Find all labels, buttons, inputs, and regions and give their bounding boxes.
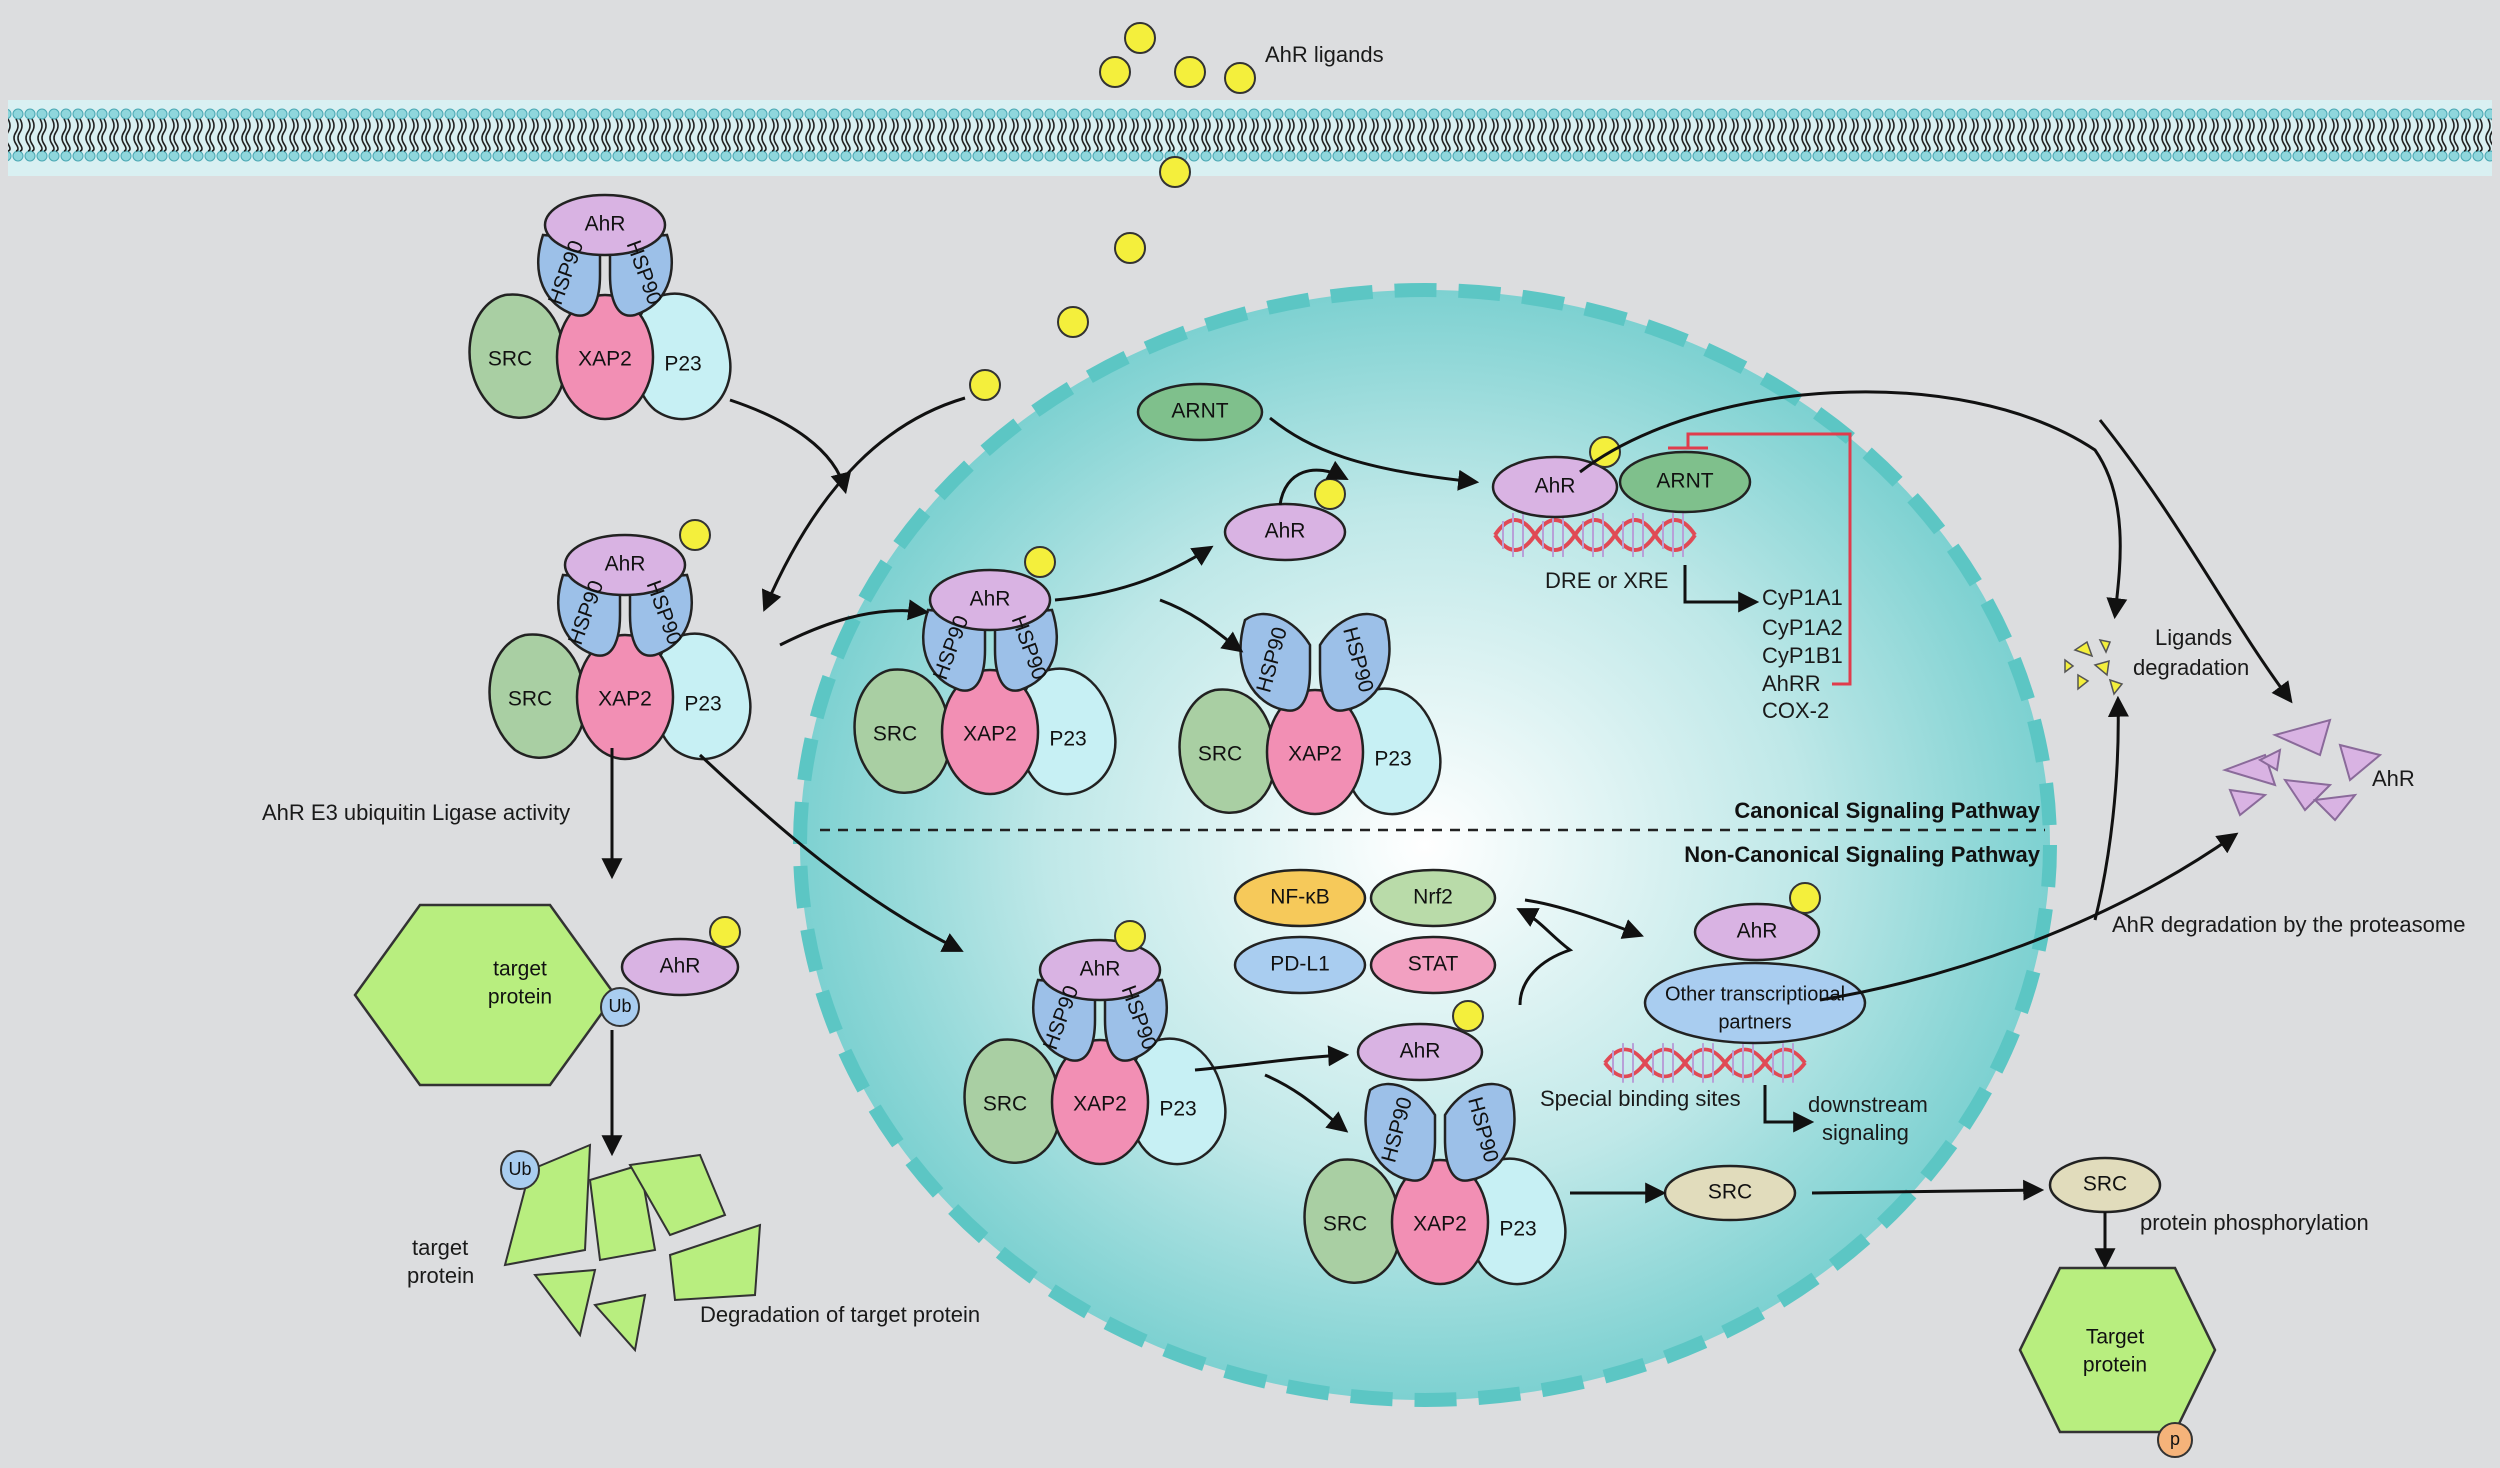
degraded-target-fragments [503,1143,762,1353]
ub-label-2: Ub [508,1159,531,1179]
ahr-released-non-canonical: AhR [1356,1000,1484,1082]
svg-text:XAP2: XAP2 [1413,1213,1467,1236]
svg-text:XAP2: XAP2 [578,348,632,371]
svg-text:CyP1A1: CyP1A1 [1762,585,1843,610]
svg-text:P23: P23 [664,353,701,376]
svg-text:XAP2: XAP2 [1288,743,1342,766]
svg-text:P23: P23 [1374,748,1411,771]
canonical-label: Canonical Signaling Pathway [1734,798,2040,823]
target-protein-label-2: protein [488,986,552,1009]
e3-ligase-label: AhR E3 ubiquitin Ligase activity [262,800,570,825]
svg-text:AhR: AhR [1535,475,1576,498]
svg-text:P23: P23 [684,693,721,716]
downstream-label-1: downstream [1808,1092,1928,1117]
downstream-label-2: signaling [1822,1120,1909,1145]
svg-text:AhR: AhR [1080,958,1121,981]
target-protein-fragment-label-2: protein [407,1263,474,1288]
ahrr-feedback-inhibition [1668,432,1852,686]
svg-text:ARNT: ARNT [1656,470,1713,493]
downstream-arrow [1763,1085,1815,1133]
chaperone-complex-non-canonical: HSP90 HSP90 SRC XAP2 P23 [1303,1082,1567,1286]
ahr-complex-inactive: AhR HSP90 HSP90 SRC XAP2 P23 [468,193,732,421]
src-cytoplasmic: SRC [2048,1156,2162,1214]
svg-text:Other transcriptional: Other transcriptional [1665,983,1845,1005]
ahr-fragments-label: AhR [2372,766,2415,791]
svg-text:AhR: AhR [1737,920,1778,943]
nrf2: Nrf2 [1369,868,1497,928]
svg-text:STAT: STAT [1408,953,1459,976]
svg-text:SRC: SRC [1198,743,1242,766]
src-released-nuclear: SRC [1663,1164,1797,1222]
svg-text:SRC: SRC [983,1093,1027,1116]
gene-activation-arrow [1683,565,1760,613]
svg-text:AhR: AhR [1400,1040,1441,1063]
svg-text:AhR: AhR [605,553,646,576]
svg-text:SRC: SRC [1708,1181,1752,1204]
ub-tag-1 [600,987,640,1027]
target-genes-list: CyP1A1 CyP1A2 CyP1B1 AhRR COX-2 [1762,585,1843,723]
svg-text:partners: partners [1718,1011,1791,1033]
pathway-arrows [601,390,2293,1270]
svg-text:P23: P23 [1049,728,1086,751]
svg-text:ARNT: ARNT [1171,400,1228,423]
ahr-partner-dna-complex: Other transcriptional partners AhR [1603,882,1867,1085]
non-canonical-label: Non-Canonical Signaling Pathway [1684,842,2040,867]
svg-text:P23: P23 [1159,1098,1196,1121]
ub-label-1: Ub [608,996,631,1016]
ligands-degradation-label-2: degradation [2133,655,2249,680]
svg-text:CyP1B1: CyP1B1 [1762,643,1843,668]
svg-text:SRC: SRC [2083,1173,2127,1196]
ahr-complex-non-canonical: AhR HSP90 HSP90 SRC XAP2 P23 [963,920,1227,1166]
phospho-target-label-2: protein [2083,1354,2147,1377]
svg-text:AhR: AhR [970,588,1011,611]
cell-membrane [8,100,2492,176]
svg-text:PD-L1: PD-L1 [1270,953,1330,976]
dre-xre-label: DRE or XRE [1545,568,1668,593]
chaperone-complex-canonical: HSP90 HSP90 SRC XAP2 P23 [1178,612,1442,816]
svg-text:SRC: SRC [488,348,532,371]
ahr-ligands-label: AhR ligands [1265,42,1384,67]
svg-text:Nrf2: Nrf2 [1413,886,1453,909]
ahr-ligands-group [969,22,1256,401]
phospho-target-protein [2018,1266,2217,1434]
proteasome-degradation-label: AhR degradation by the proteasome [2112,912,2465,937]
svg-text:CyP1A2: CyP1A2 [1762,615,1843,640]
svg-text:XAP2: XAP2 [1073,1093,1127,1116]
stat: STAT [1369,935,1497,995]
ahr-fragments [2221,718,2383,822]
svg-text:XAP2: XAP2 [598,688,652,711]
ligand-e3 [709,916,741,948]
svg-text:NF-κB: NF-κB [1270,886,1330,909]
svg-text:SRC: SRC [1323,1213,1367,1236]
phosphate-group [2157,1422,2193,1458]
pdl1: PD-L1 [1233,935,1367,995]
svg-text:XAP2: XAP2 [963,723,1017,746]
protein-phosphorylation-label: protein phosphorylation [2140,1210,2369,1235]
ub-tag-2 [500,1150,540,1190]
svg-text:COX-2: COX-2 [1762,698,1829,723]
phospho-target-label-1: Target [2086,1326,2145,1349]
svg-text:P23: P23 [1499,1218,1536,1241]
svg-text:AhRR: AhRR [1762,671,1821,696]
svg-text:SRC: SRC [508,688,552,711]
nfkb: NF-κB [1233,868,1367,928]
ahr-complex-ligand-bound: AhR HSP90 HSP90 SRC XAP2 P23 [488,519,752,761]
ligands-degradation-label-1: Ligands [2155,625,2232,650]
target-protein-fragment-label-1: target [412,1235,468,1260]
phosphate-label: p [2170,1429,2180,1449]
degradation-target-label: Degradation of target protein [700,1302,980,1327]
target-protein-hexagon [353,903,617,1087]
ahr-e3 [620,937,740,997]
ligand-fragments [2064,638,2124,696]
arnt-free: ARNT [1136,382,1264,442]
svg-text:AhR: AhR [1265,520,1306,543]
svg-text:AhR: AhR [585,213,626,236]
svg-text:SRC: SRC [873,723,917,746]
special-binding-sites-label: Special binding sites [1540,1086,1741,1111]
target-protein-label-1: target [493,958,547,981]
ahr-e3-label: AhR [660,955,701,978]
ahr-complex-canonical: AhR HSP90 HSP90 SRC XAP2 P23 [853,546,1117,796]
